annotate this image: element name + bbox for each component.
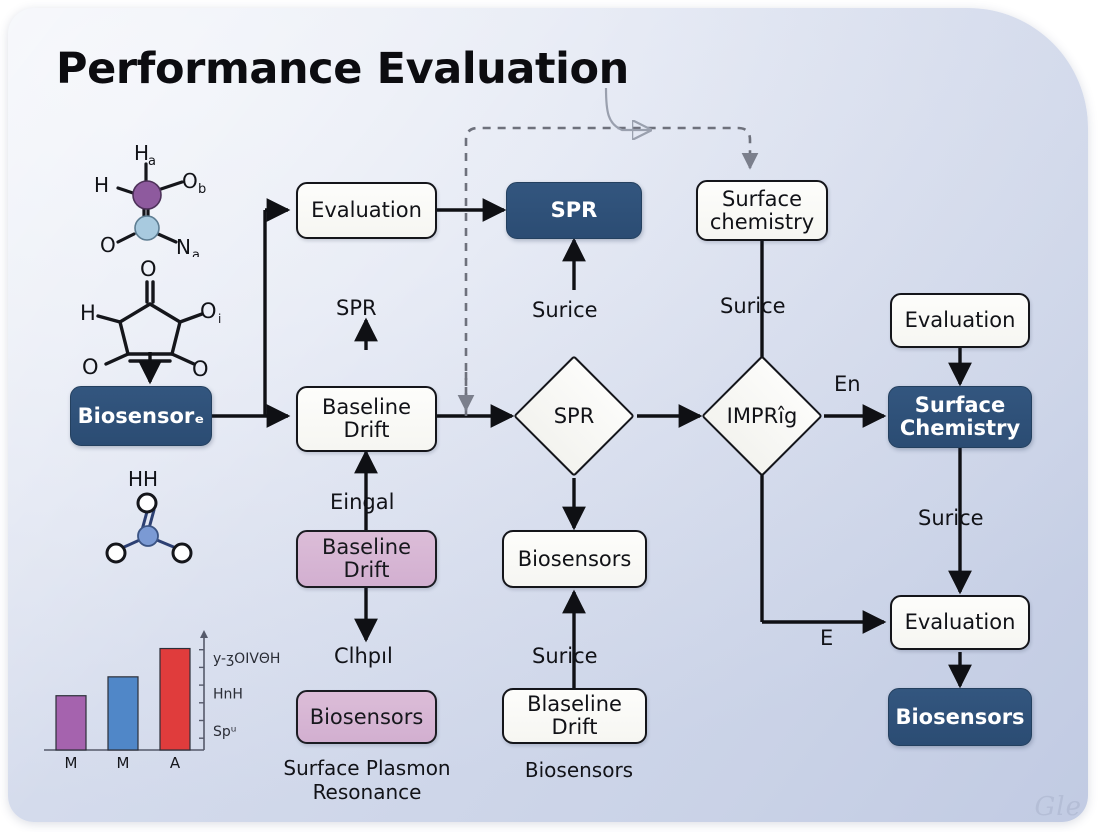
node-baseline-drift-white[interactable]: Baseline Drift	[296, 386, 437, 452]
node-line-1: Surface	[914, 393, 1006, 418]
edge-label-eingal: Eingal	[330, 490, 395, 514]
edge-label-clhpil: Clhpıl	[334, 644, 393, 668]
node-line-1: Baseline	[321, 395, 412, 420]
node-biosensors-mauve[interactable]: Biosensors	[296, 690, 437, 744]
svg-text:H: H	[80, 301, 96, 325]
node-spr-navy[interactable]: SPR	[506, 182, 642, 239]
svg-text:b: b	[198, 182, 206, 197]
decision-spr-label: SPR	[553, 404, 595, 428]
svg-text:H: H	[94, 173, 109, 197]
node-line-1: Blaseline	[527, 692, 622, 717]
node-biosensors-navy[interactable]: Biosensors	[888, 688, 1032, 746]
edge-label-en: En	[834, 372, 861, 396]
svg-text:O: O	[100, 233, 116, 257]
node-evaluation-top[interactable]: Evaluation	[296, 182, 437, 239]
svg-text:O: O	[140, 258, 157, 281]
node-line-2: Drift	[551, 715, 598, 739]
node-surface-chemistry-navy[interactable]: Surface Chemistry	[888, 386, 1032, 448]
svg-text:O: O	[192, 357, 209, 381]
bar-1	[107, 676, 139, 751]
svg-text:y-ʒOIVΘH: y-ʒOIVΘH	[213, 651, 280, 667]
page-title: Performance Evaluation	[56, 44, 629, 94]
edge-label-surice-right: Surice	[918, 506, 984, 530]
edge-label-surice-surface: Surice	[720, 294, 786, 318]
node-line-2: Drift	[343, 418, 390, 442]
edge-label-surice-center: Surice	[532, 644, 598, 668]
node-evaluation-right-bottom[interactable]: Evaluation	[890, 595, 1030, 650]
edge-label-surice-spr: Surice	[532, 298, 598, 322]
node-surface-chemistry-top[interactable]: Surface chemistry	[696, 180, 828, 241]
svg-text:HnH: HnH	[213, 686, 243, 702]
bar-2	[159, 647, 191, 751]
node-biosensor-source[interactable]: Biosensorₑ	[70, 386, 212, 446]
bar-0	[55, 695, 87, 751]
svg-text:HH: HH	[128, 470, 158, 491]
watermark: Gle	[1034, 792, 1082, 822]
node-line-1: Baseline	[321, 535, 412, 560]
edge-label-spr-up: SPR	[336, 296, 377, 320]
decision-impr-label: IMPRîg	[726, 404, 798, 428]
svg-text:H: H	[134, 142, 149, 165]
node-line-2: chemistry	[709, 209, 815, 234]
node-biosensors-center[interactable]: Biosensors	[502, 530, 647, 588]
svg-text:A: A	[170, 754, 181, 772]
caption-biosensors: Biosensors	[524, 758, 634, 782]
caption-spr-full: Surface Plasmon Resonance	[272, 756, 462, 804]
svg-text:O: O	[182, 169, 198, 193]
svg-text:M: M	[117, 754, 130, 772]
caption-line-2: Resonance	[312, 780, 422, 804]
svg-text:O: O	[200, 299, 217, 323]
svg-text:Spᵘ: Spᵘ	[213, 724, 236, 740]
svg-text:N: N	[176, 235, 191, 257]
caption-line-1: Surface Plasmon	[283, 756, 451, 780]
node-baseline-drift-mauve[interactable]: Baseline Drift	[296, 530, 437, 588]
node-line-2: Drift	[343, 558, 390, 582]
node-blaseline-drift[interactable]: Blaseline Drift	[502, 688, 647, 744]
svg-text:a: a	[192, 248, 200, 257]
svg-text:a: a	[148, 154, 156, 169]
svg-text:M: M	[65, 754, 78, 772]
edge-label-e: E	[820, 626, 834, 650]
molecule-diagram-3: HH	[90, 470, 220, 570]
svg-text:O: O	[82, 355, 99, 379]
node-evaluation-right-top[interactable]: Evaluation	[890, 293, 1030, 348]
bar-chart-svg: M M Ay-ʒOIVΘH HnH Spᵘ	[44, 630, 280, 772]
node-line-2: Chemistry	[899, 416, 1021, 440]
svg-text:i: i	[218, 312, 221, 326]
node-line-1: Surface	[721, 186, 802, 211]
